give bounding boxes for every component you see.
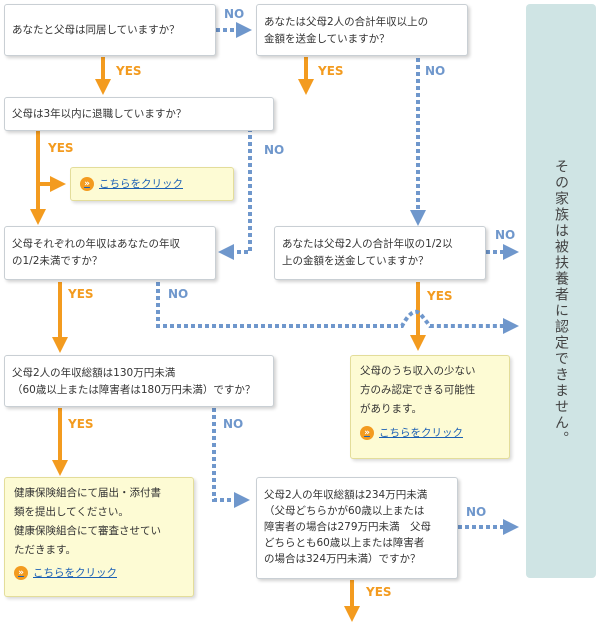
question-remit-half: あなたは父母2人の合計年収の1/2以 上の金額を送金していますか？ xyxy=(274,226,486,280)
label-q4-no: NO xyxy=(168,287,189,301)
arrow-q6-no xyxy=(212,408,250,508)
arrow-q4-no xyxy=(156,282,519,334)
label-q1-no: NO xyxy=(224,7,245,21)
click-here-link[interactable]: »こちらをクリック xyxy=(360,424,463,443)
question-text: 父母2人の年収総額は130万円未満 （60歳以上または障害者は180万円未満）で… xyxy=(12,367,256,396)
label-q6-no: NO xyxy=(223,417,244,431)
label-q5-no: NO xyxy=(495,228,516,242)
label-q2-yes: YES xyxy=(318,64,344,78)
question-income-234: 父母2人の年収総額は234万円未満 （父母どちらかが60歳以上または 障害者の場… xyxy=(256,477,458,579)
question-text: 父母は3年以内に退職していますか？ xyxy=(12,108,187,120)
question-income-130: 父母2人の年収総額は130万円未満 （60歳以上または障害者は180万円未満）で… xyxy=(4,355,274,407)
note-click-retired: »こちらをクリック xyxy=(70,167,234,201)
question-text: あなたと父母は同居していますか？ xyxy=(12,24,180,36)
label-q3-no: NO xyxy=(264,143,285,157)
not-recognized-panel: その家族は被扶養者に認定できません。 xyxy=(526,4,596,578)
label-q6-yes: YES xyxy=(68,417,94,431)
question-text: 父母2人の年収総額は234万円未満 （父母どちらかが60歳以上または 障害者の場… xyxy=(264,489,432,565)
label-q5-yes: YES xyxy=(427,289,453,303)
double-chevron-icon: » xyxy=(80,177,94,191)
question-text: あなたは父母2人の合計年収の1/2以 上の金額を送金していますか？ xyxy=(282,238,453,267)
note-submit-documents: 健康保険組合にて届出・添付書 類を提出してください。 健康保険組合にて審査させて… xyxy=(4,477,194,597)
label-q2-no: NO xyxy=(425,64,446,78)
arrow-q3-no xyxy=(218,128,252,260)
question-remit-full: あなたは父母2人の合計年収以上の 金額を送金していますか？ xyxy=(256,4,468,56)
label-q3-yes: YES xyxy=(48,141,74,155)
question-text: あなたは父母2人の合計年収以上の 金額を送金していますか？ xyxy=(264,16,429,45)
question-text: 父母それぞれの年収はあなたの年収 の1/2未満ですか？ xyxy=(12,238,180,267)
question-cohabit: あなたと父母は同居していますか？ xyxy=(4,4,216,56)
question-retired: 父母は3年以内に退職していますか？ xyxy=(4,97,274,131)
note-text: 健康保険組合にて届出・添付書 類を提出してください。 健康保険組合にて審査させて… xyxy=(14,487,161,556)
label-q7-yes: YES xyxy=(366,585,392,599)
label-q1-yes: YES xyxy=(116,64,142,78)
label-q7-no: NO xyxy=(466,505,487,519)
question-income-half: 父母それぞれの年収はあなたの年収 の1/2未満ですか？ xyxy=(4,226,216,280)
note-text: 父母のうち収入の少ない 方のみ認定できる可能性 があります。 xyxy=(360,365,476,415)
double-chevron-icon: » xyxy=(360,426,374,440)
click-here-link[interactable]: »こちらをクリック xyxy=(14,564,117,583)
note-partial-possible: 父母のうち収入の少ない 方のみ認定できる可能性 があります。 »こちらをクリック xyxy=(350,355,510,459)
click-here-link[interactable]: »こちらをクリック xyxy=(80,175,183,194)
label-q4-yes: YES xyxy=(68,287,94,301)
double-chevron-icon: » xyxy=(14,566,28,580)
panel-text: その家族は被扶養者に認定できません。 xyxy=(553,159,569,447)
